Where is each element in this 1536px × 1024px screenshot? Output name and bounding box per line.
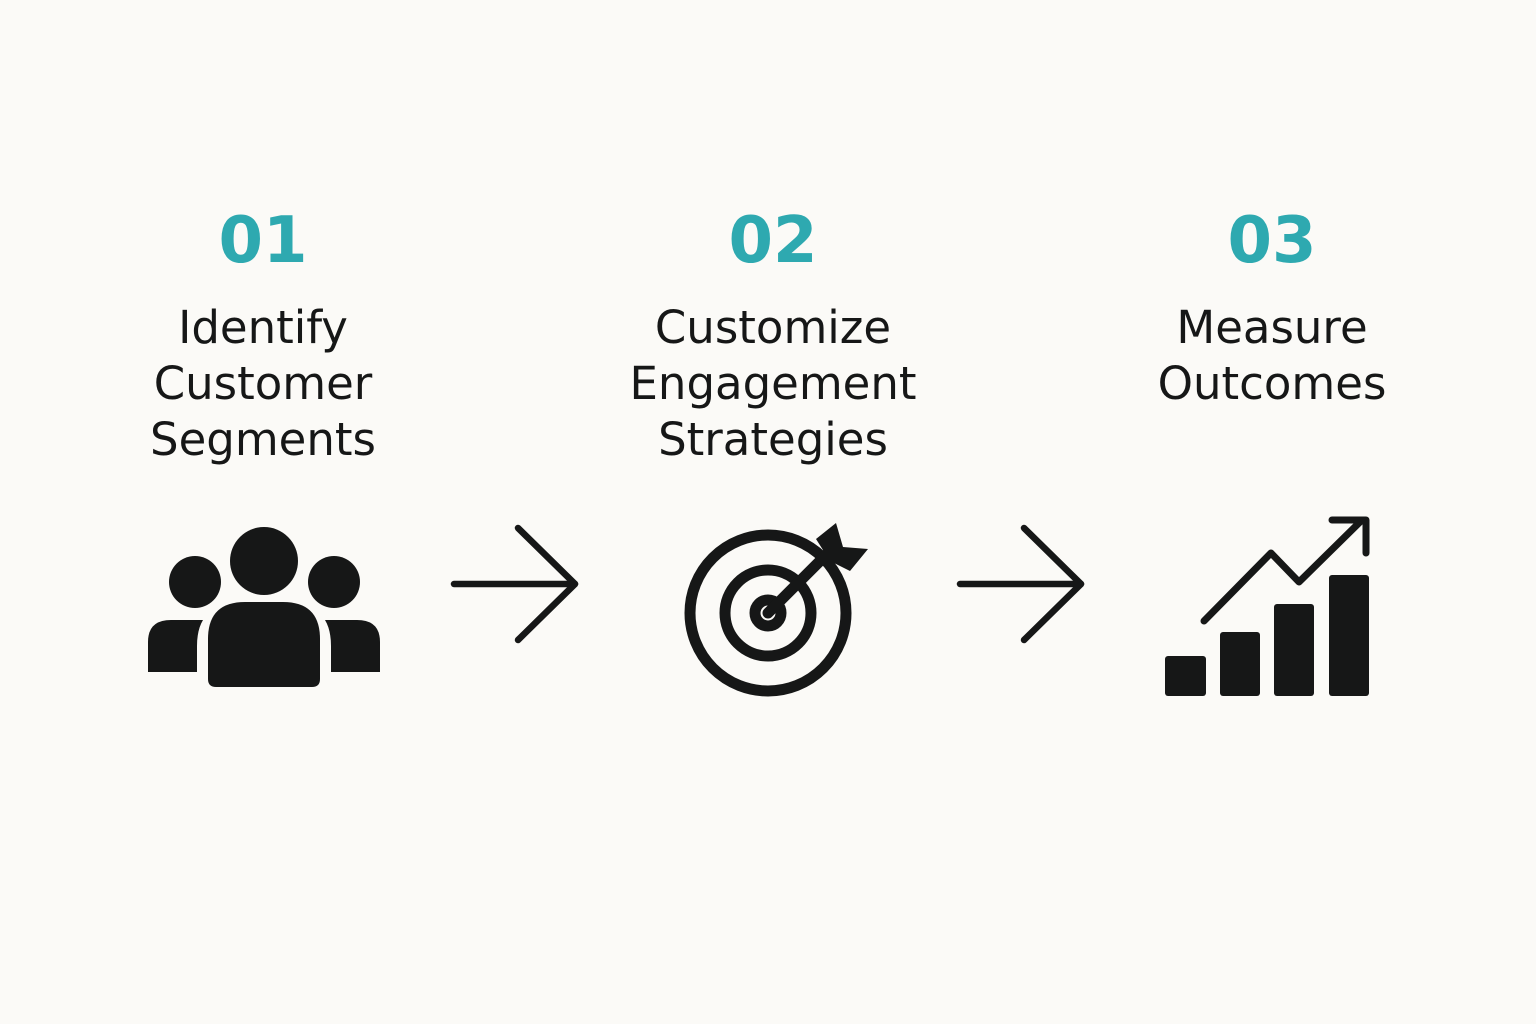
- step-title: Identify Customer Segments: [73, 300, 453, 468]
- step-title: Measure Outcomes: [1082, 300, 1462, 412]
- step-1: 01 Identify Customer Segments: [73, 0, 453, 1024]
- step-title-line: Strategies: [658, 413, 888, 466]
- step-title-line: Customer: [153, 357, 373, 410]
- step-2: 02 Customize Engagement Strategies: [583, 0, 963, 1024]
- growth-chart-icon: [1165, 516, 1370, 696]
- target-arrow-icon: [684, 523, 868, 697]
- step-number: 02: [728, 204, 818, 278]
- right-arrow-icon: [956, 524, 1085, 644]
- step-title-line: Customize: [654, 301, 892, 354]
- step-title-line: Identify: [178, 301, 348, 354]
- right-arrow-icon: [450, 524, 579, 644]
- step-title-line: Engagement: [629, 357, 917, 410]
- step-title-line: Outcomes: [1157, 357, 1387, 410]
- step-number: 03: [1227, 204, 1317, 278]
- step-title-line: Measure: [1176, 301, 1368, 354]
- step-title-line: Segments: [150, 413, 376, 466]
- step-number: 01: [218, 204, 308, 278]
- step-title: Customize Engagement Strategies: [583, 300, 963, 468]
- step-3: 03 Measure Outcomes: [1082, 0, 1462, 1024]
- people-group-icon: [148, 527, 380, 687]
